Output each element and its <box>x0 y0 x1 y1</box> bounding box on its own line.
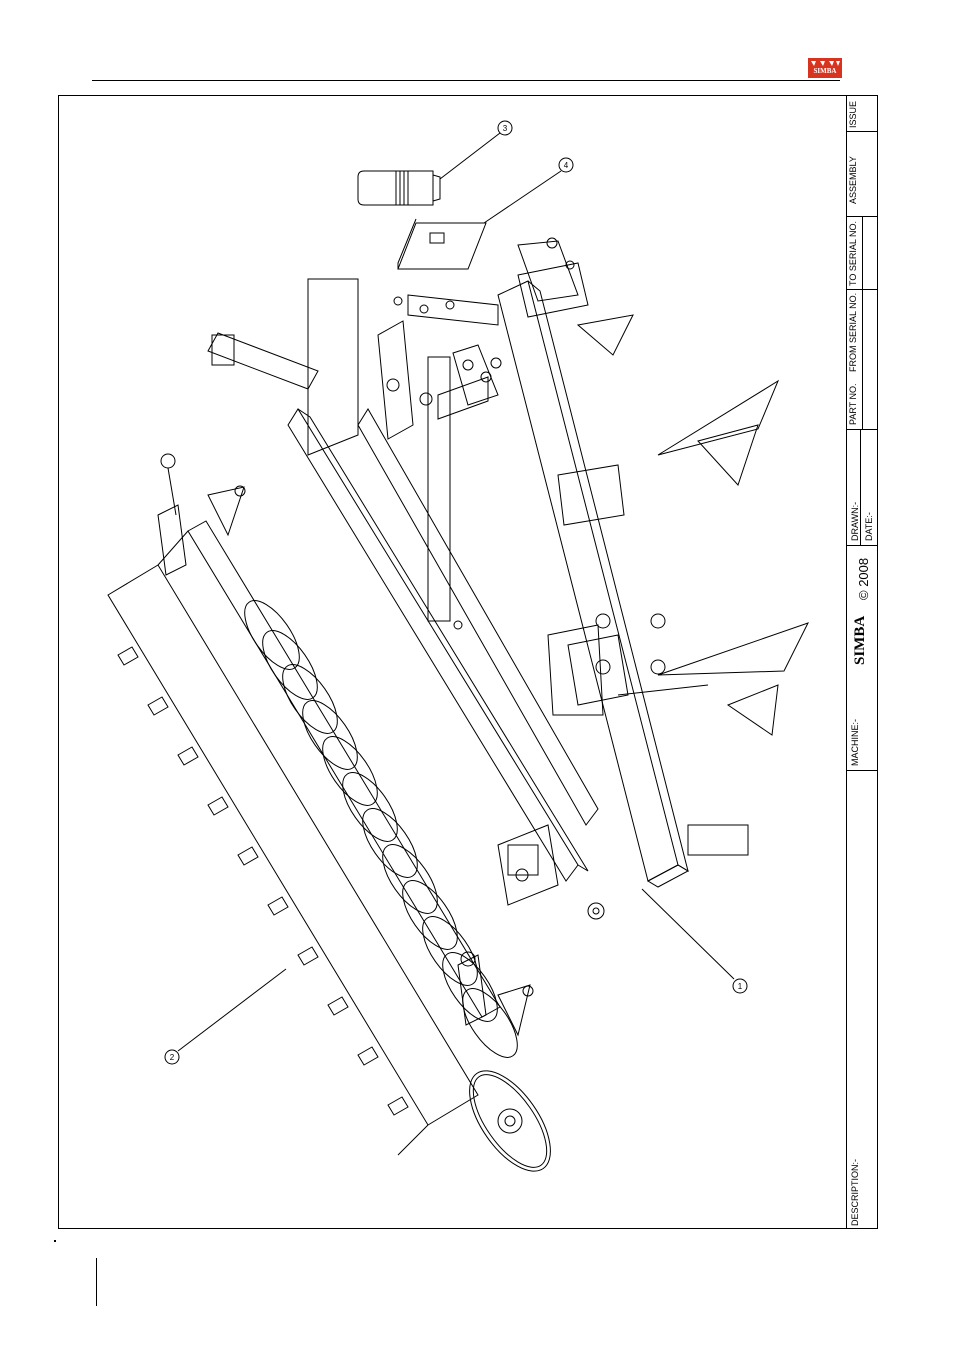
to-serial-label: TO SERIAL NO. <box>848 221 858 286</box>
callout-number: 1 <box>738 982 743 991</box>
callout-number: 4 <box>564 161 569 170</box>
callout-4: 4 <box>484 158 573 223</box>
callout-2: 2 <box>165 969 286 1064</box>
assembly-label: ASSEMBLY <box>848 156 858 204</box>
part-no-label: PART NO. <box>848 383 858 425</box>
margin-mark <box>54 1240 56 1242</box>
main-frame <box>208 263 748 919</box>
callout-number: 3 <box>503 124 508 133</box>
machine-label: MACHINE:- <box>850 719 860 766</box>
divider <box>846 131 878 132</box>
footer-rule <box>96 1258 97 1306</box>
divider <box>860 429 861 545</box>
hitch-assembly <box>378 238 578 439</box>
copyright: © 2008 <box>856 558 871 600</box>
simba-logo: SIMBA <box>808 58 842 78</box>
header-rule <box>92 80 840 81</box>
drawn-label: DRAWN:- <box>850 502 860 541</box>
title-block-border <box>846 95 847 1229</box>
divider <box>846 429 878 430</box>
from-serial-label: FROM SERIAL NO. <box>848 293 858 372</box>
assembly-drawing: 3 4 <box>58 95 846 1229</box>
date-label: DATE:- <box>864 512 874 541</box>
callout-1: 1 <box>642 889 747 993</box>
divider <box>846 770 878 771</box>
callout-3: 3 <box>440 121 512 179</box>
simba-wordmark: SIMBA <box>851 616 869 665</box>
divider <box>862 216 863 429</box>
issue-label: ISSUE <box>848 101 858 128</box>
roller-assembly <box>108 454 566 1185</box>
divider <box>846 545 878 546</box>
logo-text: SIMBA <box>814 67 837 75</box>
grease-bottle <box>358 171 440 205</box>
description-label: DESCRIPTION:- <box>850 1159 860 1226</box>
manual-book <box>398 219 486 269</box>
tine-points <box>548 315 808 735</box>
callout-number: 2 <box>170 1053 175 1062</box>
